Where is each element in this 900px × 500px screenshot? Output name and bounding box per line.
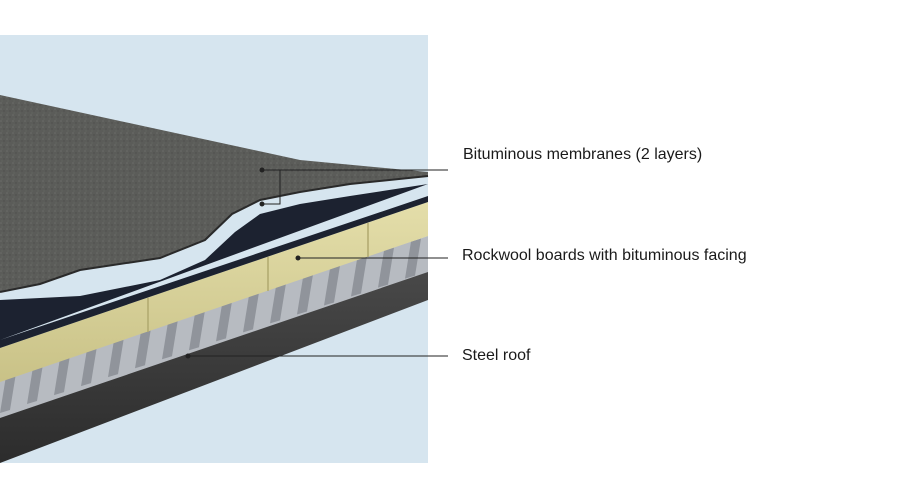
steel-rib xyxy=(189,310,205,351)
marker-membrane-1 xyxy=(259,167,265,173)
steel-rib xyxy=(108,337,124,378)
steel-rib xyxy=(405,238,421,279)
steel-rib xyxy=(135,328,151,369)
steel-rib xyxy=(81,346,97,387)
leader-membranes xyxy=(262,169,281,205)
rockwool-boards xyxy=(0,202,428,382)
marker-membrane-2 xyxy=(259,201,265,207)
marker-rockwool xyxy=(295,255,301,261)
steel-rib xyxy=(270,283,286,324)
steel-rib xyxy=(162,319,178,360)
base-deck xyxy=(0,262,428,463)
steel-rib xyxy=(54,355,70,396)
steel-rib xyxy=(351,256,367,297)
steel-rib xyxy=(324,265,340,306)
leader-lines xyxy=(188,169,448,357)
steel-rib xyxy=(27,364,43,405)
steel-roof-sheet xyxy=(0,236,428,418)
marker-steel xyxy=(185,353,191,359)
lower-bituminous-membrane xyxy=(0,184,428,348)
steel-rib xyxy=(0,373,16,414)
steel-rib xyxy=(216,301,232,342)
upper-bituminous-membrane xyxy=(0,95,428,292)
label-steel-roof: Steel roof xyxy=(462,347,531,364)
steel-rib xyxy=(297,274,313,315)
label-bituminous-membranes: Bituminous membranes (2 layers) xyxy=(463,146,703,163)
label-rockwool-boards: Rockwool boards with bituminous facing xyxy=(462,247,747,264)
steel-rib xyxy=(243,292,259,333)
